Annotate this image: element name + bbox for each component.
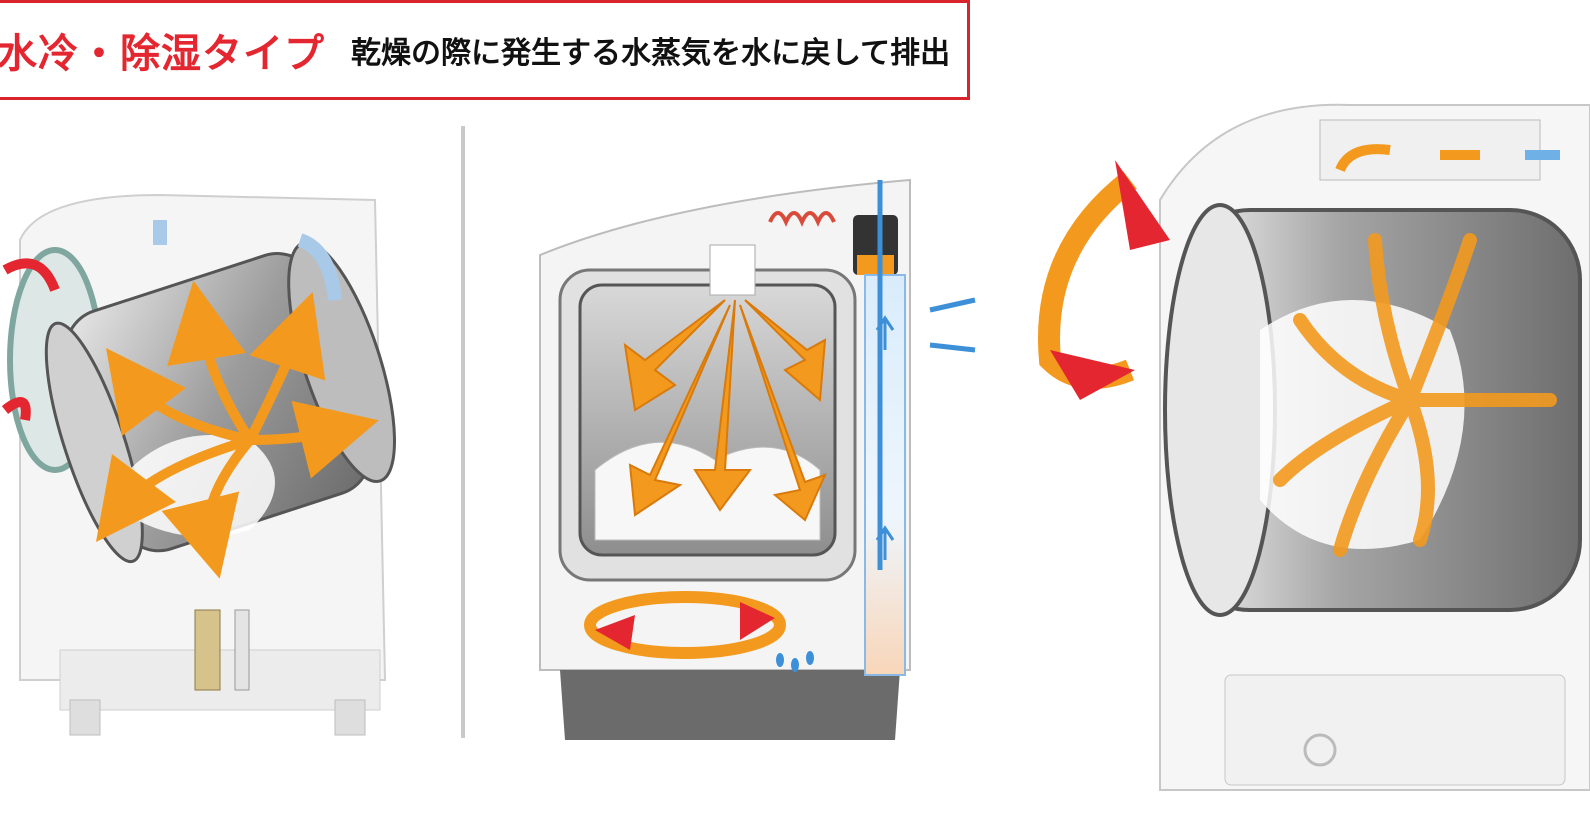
heater-coil-icon <box>768 211 836 227</box>
drain-water-icon <box>776 651 814 672</box>
air-duct <box>153 220 342 301</box>
foot <box>69 699 101 736</box>
fan-unit <box>857 255 894 275</box>
right-drum-closeup-illustration <box>1038 103 1590 791</box>
hot-air-arrows <box>95 280 379 579</box>
center-cross-section-illustration <box>539 178 976 740</box>
hot-air-arrow-icon <box>1335 144 1391 173</box>
rotation-arrow-icon <box>1115 160 1170 250</box>
foot <box>334 699 366 736</box>
rotation-arrow-icon <box>1050 350 1135 400</box>
hot-air-arrows <box>1273 233 1557 557</box>
rotation-arrow-icon <box>740 602 775 640</box>
hot-air-arrows <box>623 299 827 522</box>
rotation-arrow-icon <box>2 258 60 292</box>
rotation-arrow-icon <box>1 397 31 421</box>
rotation-arrow-icon <box>1038 171 1137 389</box>
cool-air-arrow-icon <box>929 342 976 353</box>
damper <box>234 609 250 691</box>
drum-opening <box>1163 203 1277 617</box>
drain-cap-icon <box>1303 733 1337 767</box>
water-flow-arrow-icon <box>875 315 895 350</box>
cabinet-base <box>560 670 900 740</box>
rotation-arrow-icon <box>595 615 635 650</box>
header-title: 水冷・除湿タイプ <box>0 31 325 77</box>
water-flow-arrow-icon <box>875 525 895 560</box>
hot-air-duct <box>709 244 756 296</box>
rotation-arrow-icon <box>584 591 786 659</box>
base-panel <box>1224 674 1566 786</box>
cool-air-arrow-icon <box>929 297 976 313</box>
panel-divider <box>461 126 465 738</box>
damper <box>194 609 221 691</box>
left-drum-machine-illustration <box>1 193 397 736</box>
header-subtitle: 乾燥の際に発生する水蒸気を水に戻して排出 <box>351 36 951 71</box>
header-box: 水冷・除湿タイプ 乾燥の際に発生する水蒸気を水に戻して排出 <box>0 0 970 100</box>
